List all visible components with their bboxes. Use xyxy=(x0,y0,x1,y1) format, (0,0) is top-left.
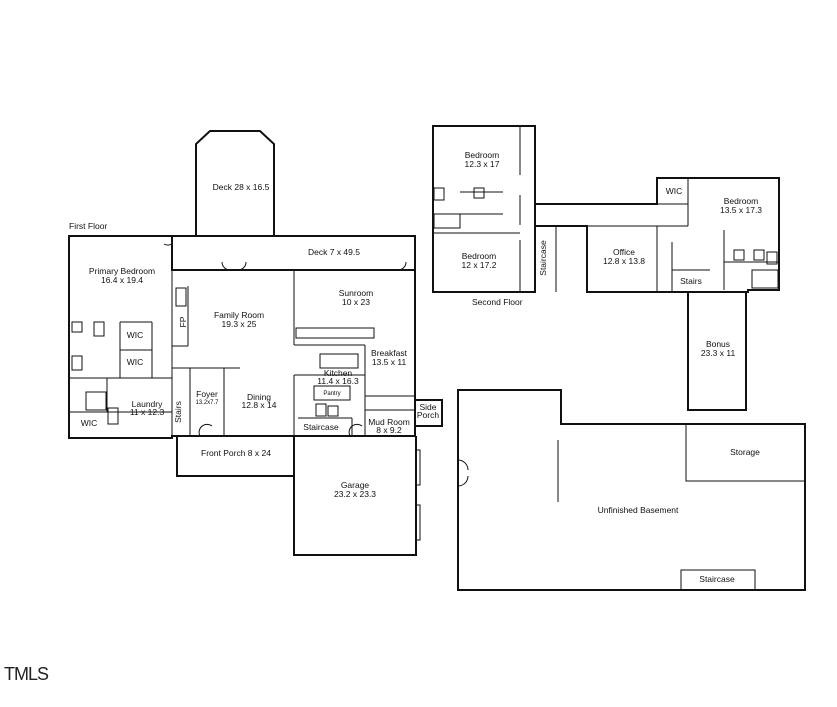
primary-bedroom-dim: 16.4 x 19.4 xyxy=(101,275,143,285)
wic-second-label: WIC xyxy=(666,186,683,196)
bedroom-a-dim: 12.3 x 17 xyxy=(465,159,500,169)
toilet-icon xyxy=(315,403,327,417)
kitchen-island xyxy=(319,353,359,369)
stairs-first-label: Stairs xyxy=(173,401,183,423)
side-porch-outline xyxy=(414,399,443,427)
bedroom-c-dim: 13.5 x 17.3 xyxy=(720,205,762,215)
laundry-dim: 11 x 12.3 xyxy=(130,407,165,417)
second-floor-label: Second Floor xyxy=(472,297,523,307)
first-floor xyxy=(68,130,443,556)
sink-icon xyxy=(733,249,745,261)
dining-name: Dining xyxy=(247,392,271,402)
second-floor-west-outline xyxy=(432,125,536,293)
foyer-dim: 13.2x7.7 xyxy=(195,400,219,406)
mls-logo: TMLS xyxy=(4,664,49,684)
sink-icon xyxy=(753,249,765,261)
tub-icon xyxy=(433,213,461,229)
first-floor-label: First Floor xyxy=(69,221,107,231)
basement-label: Unfinished Basement xyxy=(598,505,679,515)
sunroom-name: Sunroom xyxy=(339,288,374,298)
sink-icon xyxy=(93,321,105,337)
door-swings xyxy=(163,243,407,437)
garage-door xyxy=(416,449,421,541)
stairs-second-label: Stairs xyxy=(680,276,702,286)
front-porch-label: Front Porch 8 x 24 xyxy=(201,448,271,458)
washer-icon xyxy=(107,407,119,425)
fireplace-box xyxy=(175,287,187,307)
basement-stair-box xyxy=(680,569,756,591)
deck-top-label: Deck 28 x 16.5 xyxy=(213,182,270,192)
basement xyxy=(457,389,806,591)
bonus-name: Bonus xyxy=(706,339,730,349)
sink-icon xyxy=(473,187,485,199)
shower-icon xyxy=(751,269,779,289)
deck-top-outline xyxy=(195,130,275,236)
bedroom-b-dim: 12 x 17.2 xyxy=(462,260,497,270)
second-floor xyxy=(432,125,780,411)
wic-label-b: WIC xyxy=(127,357,144,367)
foyer-name: Foyer xyxy=(196,389,218,399)
side-porch-label-a: Side xyxy=(419,402,436,412)
basement-outline xyxy=(457,389,806,591)
sink-icon xyxy=(71,355,83,371)
garage-dim: 23.2 x 23.3 xyxy=(334,489,376,499)
pantry-label: Pantry xyxy=(323,391,340,397)
kitchen-counter xyxy=(295,327,375,339)
storage-label: Storage xyxy=(730,447,760,457)
bonus-dim: 23.3 x 11 xyxy=(701,348,736,358)
garage-name: Garage xyxy=(341,480,370,490)
side-porch-label-b: Porch xyxy=(417,410,439,420)
sunroom-dim: 10 x 23 xyxy=(342,297,370,307)
office-name: Office xyxy=(613,247,635,257)
basement-door xyxy=(457,459,469,487)
kitchen-name: Kitchen xyxy=(324,368,353,378)
bedroom-b-name: Bedroom xyxy=(462,251,497,261)
mudroom-dim: 8 x 9.2 xyxy=(376,425,402,435)
staircase-first-label: Staircase xyxy=(303,422,339,432)
toilet-icon xyxy=(433,187,445,201)
breakfast-name: Breakfast xyxy=(371,348,408,358)
pantry-box xyxy=(313,385,351,401)
mudroom-name: Mud Room xyxy=(368,417,410,427)
breakfast-dim: 13.5 x 11 xyxy=(372,357,407,367)
bedroom-c-name: Bedroom xyxy=(724,196,759,206)
garage-outline xyxy=(293,436,417,556)
laundry-name: Laundry xyxy=(132,399,163,409)
fireplace-label: FP xyxy=(178,316,188,327)
staircase-second-label: Staircase xyxy=(538,240,548,276)
dining-dim: 12.8 x 14 xyxy=(242,400,277,410)
toilet-icon xyxy=(766,251,778,265)
bedroom-a-name: Bedroom xyxy=(465,150,500,160)
deck-long-label: Deck 7 x 49.5 xyxy=(308,247,360,257)
family-room-dim: 19.3 x 25 xyxy=(222,319,257,329)
second-floor-hall-outline xyxy=(535,177,780,293)
storage-walls xyxy=(685,424,805,482)
family-room-name: Family Room xyxy=(214,310,264,320)
kitchen-dim: 11.4 x 16.3 xyxy=(317,376,359,386)
interior-walls xyxy=(69,270,415,438)
toilet-icon xyxy=(71,321,83,333)
bonus-outline xyxy=(687,292,747,411)
wic-label-a: WIC xyxy=(127,330,144,340)
deck-long-outline xyxy=(172,235,416,270)
sink-icon xyxy=(327,405,339,417)
staircase-basement-label: Staircase xyxy=(699,574,735,584)
second-floor-walls xyxy=(433,126,779,292)
office-dim: 12.8 x 13.8 xyxy=(603,256,645,266)
primary-bedroom-name: Primary Bedroom xyxy=(89,266,155,276)
tub-icon xyxy=(85,391,107,411)
wic-label-c: WIC xyxy=(81,418,98,428)
